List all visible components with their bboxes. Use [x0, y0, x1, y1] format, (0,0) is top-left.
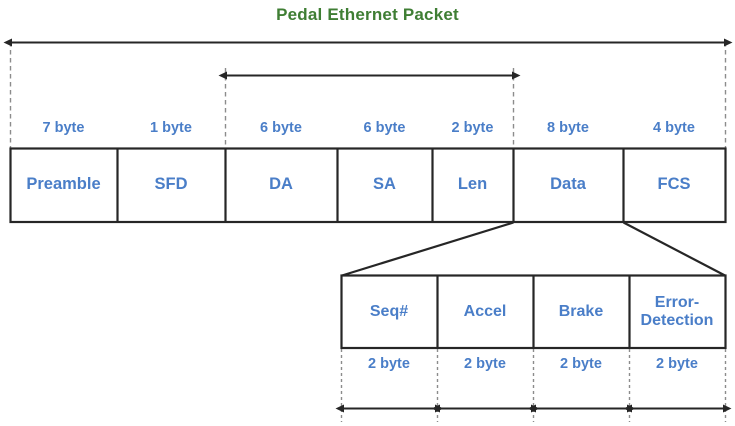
byte-size-sa: 6 byte — [363, 120, 406, 136]
payload-byte-size-accel: 2 byte — [464, 356, 506, 372]
packet-field-preamble[interactable]: Preamble — [26, 175, 101, 194]
diagram-title: Pedal Ethernet Packet — [276, 5, 459, 24]
payload-byte-size-seq: 2 byte — [368, 356, 410, 372]
payload-field-error-detection[interactable]: Error- Detection — [640, 293, 714, 329]
byte-size-preamble: 7 byte — [42, 120, 85, 136]
payload-field-seq[interactable]: Seq# — [369, 302, 409, 320]
packet-field-da[interactable]: DA — [269, 175, 293, 194]
payload-field-accel[interactable]: Accel — [463, 302, 507, 320]
packet-field-len[interactable]: Len — [457, 175, 488, 194]
packet-field-sfd[interactable]: SFD — [154, 175, 188, 194]
payload-field-brake[interactable]: Brake — [558, 302, 604, 320]
packet-field-fcs[interactable]: FCS — [657, 175, 691, 194]
byte-size-sfd: 1 byte — [150, 120, 192, 136]
byte-size-fcs: 4 byte — [653, 120, 695, 136]
payload-byte-size-brake: 2 byte — [560, 356, 602, 372]
packet-field-sa[interactable]: SA — [373, 175, 396, 194]
packet-field-data[interactable]: Data — [550, 175, 586, 194]
payload-byte-size-error-detection: 2 byte — [656, 356, 698, 372]
byte-size-da: 6 byte — [260, 120, 302, 136]
byte-size-data: 8 byte — [547, 120, 589, 136]
byte-size-len: 2 byte — [451, 120, 494, 136]
